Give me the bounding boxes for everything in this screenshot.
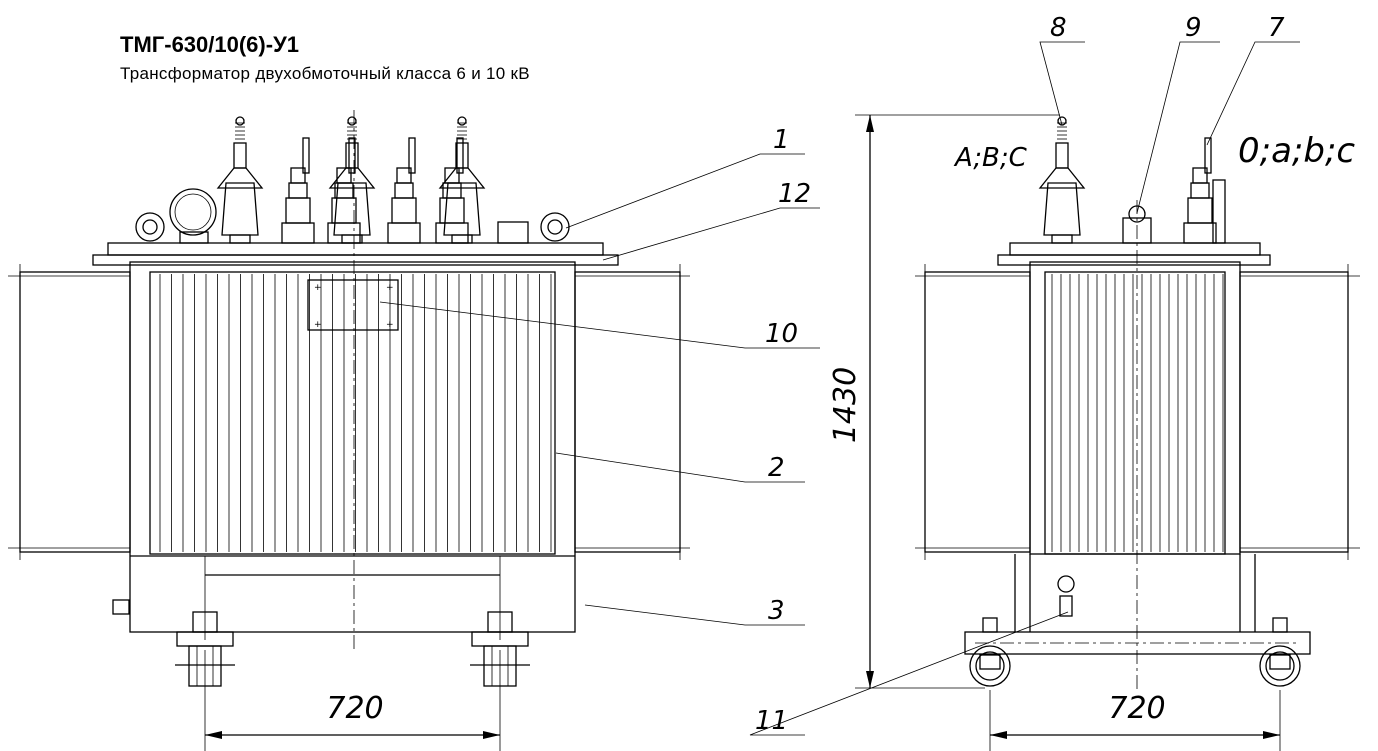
- callout-3: 3: [768, 596, 785, 626]
- cooling-fins: [159, 274, 552, 552]
- tank-cover: [92, 254, 619, 266]
- callout-12: 12: [778, 179, 811, 209]
- side-view: [915, 200, 1360, 690]
- callout-1: 1: [773, 125, 790, 155]
- drain-valve-icon: [1057, 575, 1075, 593]
- left-radiator: [19, 271, 131, 553]
- dim-height: 1430: [828, 367, 863, 443]
- wheel-left-side: [969, 645, 1011, 687]
- page-subtitle: Трансформатор двухобмоточный класса 6 и …: [120, 64, 530, 83]
- dim-front-width: 720: [326, 691, 383, 726]
- lifting-eye-right: [540, 212, 570, 242]
- cooling-fins-side: [1051, 274, 1224, 552]
- svg-text:+: +: [314, 320, 322, 330]
- callout-10: 10: [765, 319, 798, 349]
- svg-text:+: +: [386, 320, 394, 330]
- rating-plate: [307, 279, 399, 331]
- callout-7: 7: [1268, 13, 1285, 43]
- lifting-eye-left: [135, 212, 165, 242]
- svg-text:+: +: [386, 283, 394, 293]
- right-radiator-side: [1239, 271, 1349, 553]
- base-frame: [964, 631, 1311, 655]
- callout-8: 8: [1050, 13, 1067, 43]
- callout-9: 9: [1185, 13, 1202, 43]
- wheel-right-side: [1259, 645, 1301, 687]
- callout-leaders: [379, 41, 1300, 736]
- callout-2: 2: [768, 453, 785, 483]
- tank-side: [1029, 261, 1241, 555]
- left-radiator-side: [924, 271, 1031, 553]
- conservator-icon: [169, 188, 217, 236]
- dim-side-width: 720: [1108, 691, 1165, 726]
- lv-terminal-label: 0;a;b;c: [1238, 131, 1355, 171]
- front-wheels: [175, 611, 530, 687]
- corrugated-wall: [149, 271, 556, 555]
- front-view: + + + +: [8, 110, 690, 650]
- callout-11: 11: [755, 706, 788, 736]
- main-tank: [129, 261, 576, 633]
- page-title: ТМГ-630/10(6)-У1: [120, 32, 299, 57]
- dimension-lines: [204, 114, 1281, 751]
- hv-terminal-label: A;B;C: [953, 143, 1028, 173]
- svg-text:+: +: [314, 283, 322, 293]
- bushings: [216, 116, 1226, 244]
- right-radiator: [574, 271, 681, 553]
